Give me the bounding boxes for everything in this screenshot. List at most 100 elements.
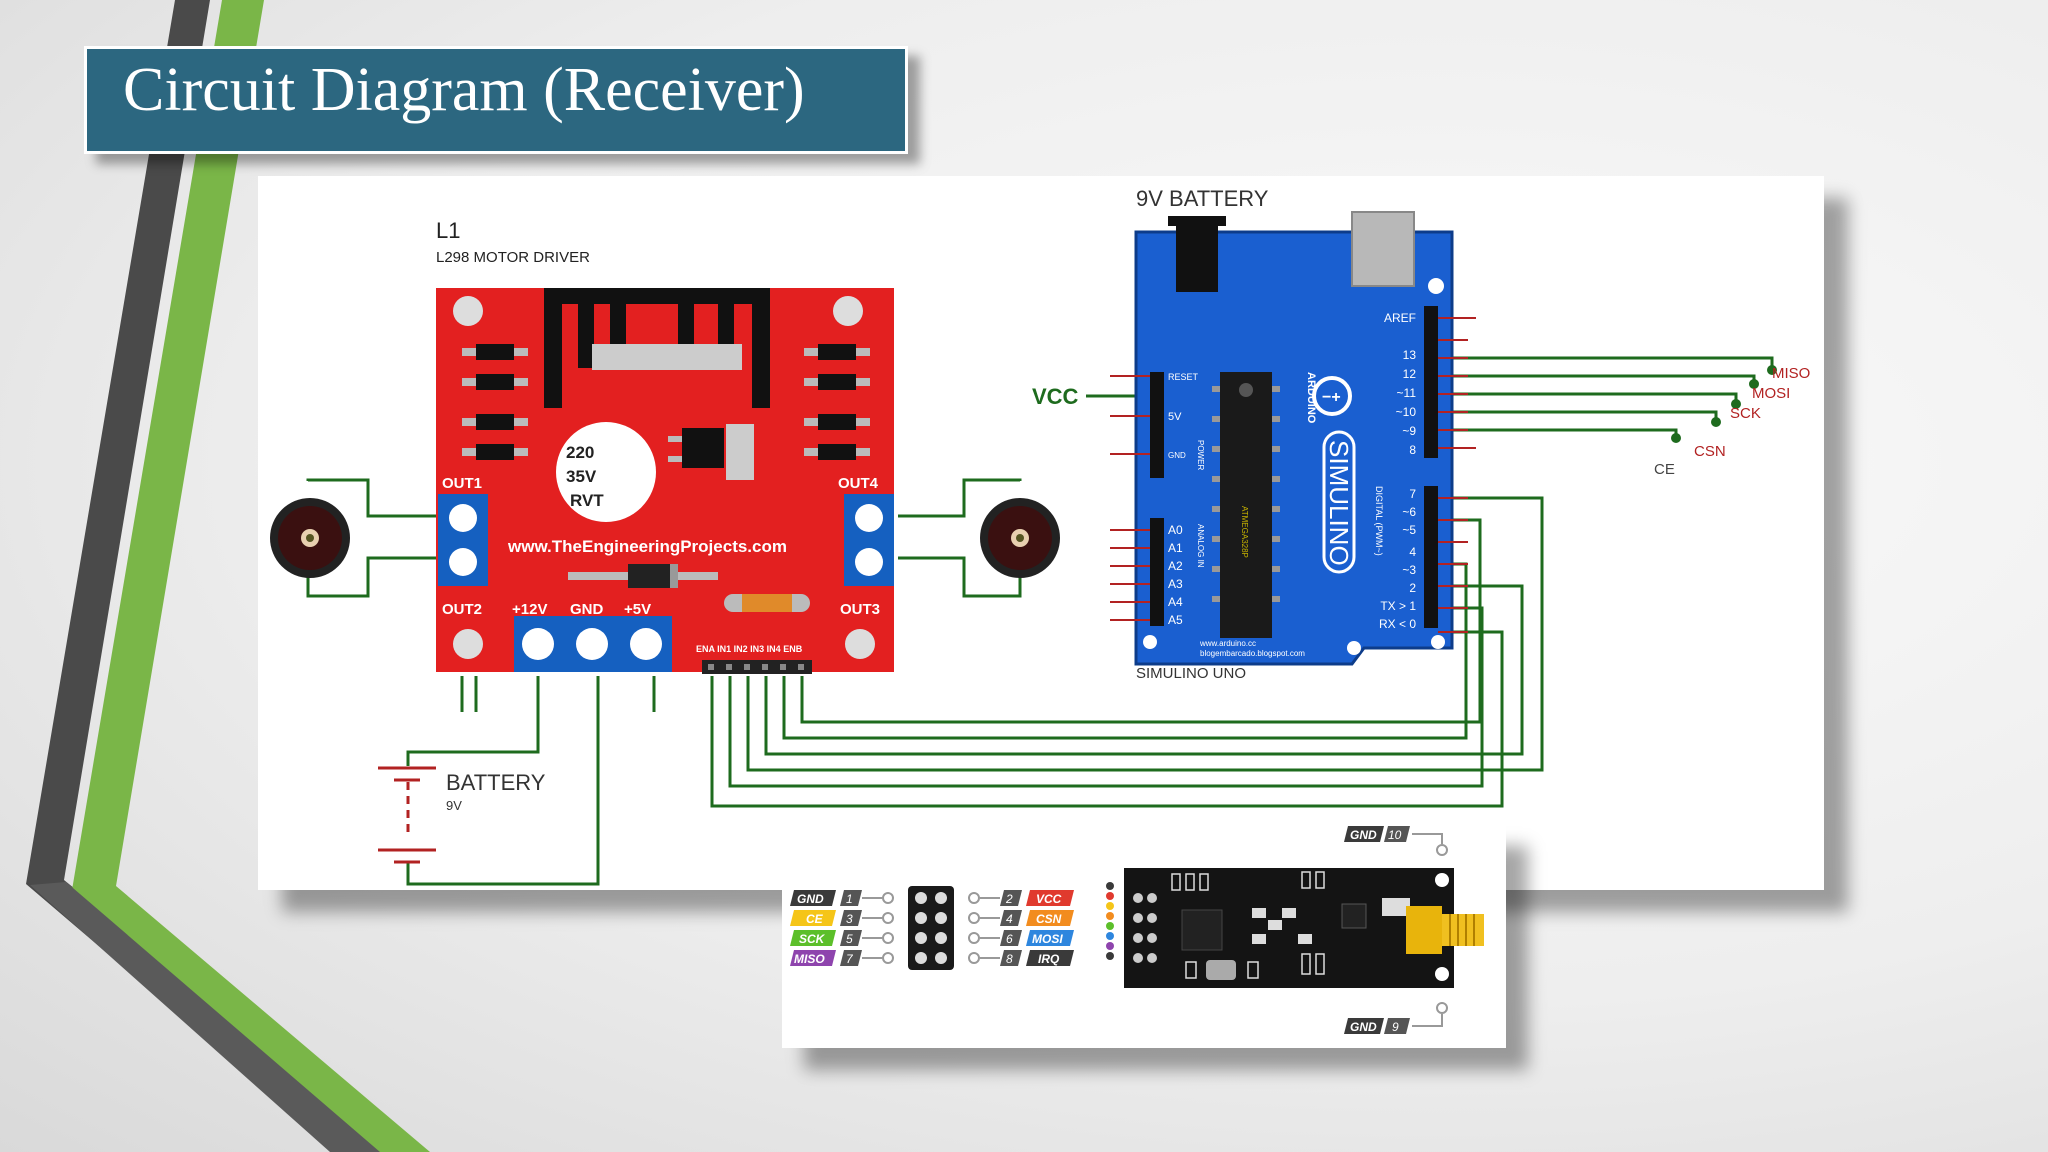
pin-a4: A4 (1168, 595, 1183, 609)
pin-0: RX < 0 (1379, 617, 1416, 631)
digital-section-label: DIGITAL (PWM~) (1374, 486, 1384, 556)
circuit-panel: MISO MOSI SCK CSN CE L1 L298 MOTOR DRIVE… (258, 176, 1824, 890)
label-plus5v: +5V (624, 601, 651, 618)
svg-text:3: 3 (846, 912, 853, 926)
pin-9: ~9 (1402, 424, 1416, 438)
power-section-label: POWER (1196, 440, 1205, 470)
pin-a5: A5 (1168, 613, 1183, 627)
arduino-board-name: SIMULINO UNO (1136, 665, 1246, 682)
pin-1: TX > 1 (1380, 599, 1416, 613)
nrf-gnd-top-num: 10 (1388, 828, 1402, 842)
arduino-analog-pin-labels: A0 A1 A2 A3 A4 A5 RESET 5V GND (1168, 372, 1199, 627)
label-out1: OUT1 (442, 475, 482, 492)
analog-section-label: ANALOG IN (1196, 524, 1205, 568)
arduino-footer-2: blogembarcado.blogspot.com (1200, 649, 1305, 658)
cap-line-1: 220 (566, 443, 594, 462)
nrf-gnd-bottom: GND (1350, 1020, 1377, 1034)
pin-13: 13 (1403, 348, 1417, 362)
pin-a0: A0 (1168, 523, 1183, 537)
nrf-left-numbers: 1 3 5 7 (840, 890, 862, 966)
nrf-pin-sck: SCK (799, 932, 826, 946)
label-csn: CSN (1694, 443, 1726, 460)
svg-text:6: 6 (1006, 932, 1013, 946)
slide-title-box: Circuit Diagram (Receiver) (84, 46, 908, 154)
arduino-pin-leads (1110, 317, 1476, 633)
arduino-brand: ARDUINO (1305, 372, 1317, 424)
arduino-battery-label: 9V BATTERY (1136, 186, 1269, 211)
pin-8: 8 (1409, 443, 1416, 457)
motor-right (980, 498, 1060, 578)
driver-labels: OUT1 OUT2 OUT3 OUT4 +12V GND +5V ENA IN1… (442, 475, 880, 654)
nrf-module-board (1124, 868, 1484, 988)
pin-aref: AREF (1384, 311, 1416, 325)
label-out4: OUT4 (838, 475, 879, 492)
pin-11: ~11 (1397, 386, 1417, 400)
label-sck: SCK (1730, 405, 1761, 422)
pin-12: 12 (1403, 367, 1417, 381)
nrf-module-panel: GND CE SCK MISO 1 3 5 7 2 4 6 8 (782, 824, 1506, 1048)
pin-2: 2 (1409, 581, 1416, 595)
circuit-diagram: MISO MOSI SCK CSN CE L1 L298 MOTOR DRIVE… (270, 186, 1810, 886)
cap-line-2: 35V (566, 467, 597, 486)
nrf-module-diagram: GND CE SCK MISO 1 3 5 7 2 4 6 8 (790, 826, 1484, 1034)
svg-text:−+: −+ (1322, 389, 1341, 406)
pin-reset: RESET (1168, 372, 1199, 382)
nrf-left-pins: GND CE SCK MISO (790, 890, 836, 966)
spi-labels: MISO MOSI SCK CSN (1694, 365, 1810, 460)
label-plus12v: +12V (512, 601, 547, 618)
pin-a2: A2 (1168, 559, 1183, 573)
nrf-pin-miso: MISO (794, 952, 825, 966)
nrf-pin-gnd-left: GND (797, 892, 824, 906)
svg-text:8: 8 (1006, 952, 1013, 966)
svg-text:7: 7 (846, 952, 854, 966)
pin-4: 4 (1409, 545, 1416, 559)
driver-ref: L1 (436, 218, 460, 243)
label-gnd: GND (570, 601, 604, 618)
arduino-board: ATMEGA328P −+ ARDUINO SIMULINO DIGITAL (… (1134, 211, 1454, 666)
nrf-right-numbers: 2 4 6 8 (1000, 890, 1022, 966)
battery-symbol (378, 766, 436, 864)
nrf-pin-mosi: MOSI (1032, 932, 1063, 946)
label-logic-pins: ENA IN1 IN2 IN3 IN4 ENB (696, 644, 803, 654)
label-out2: OUT2 (442, 601, 482, 618)
cap-line-3: RVT (570, 491, 604, 510)
label-miso: MISO (1772, 365, 1810, 382)
pin-5: ~5 (1402, 523, 1416, 537)
pin-10: ~10 (1396, 405, 1417, 419)
label-ce: CE (1654, 461, 1675, 478)
chip-label: ATMEGA328P (1240, 506, 1249, 558)
pin-a3: A3 (1168, 577, 1183, 591)
nrf-pin-ce: CE (806, 912, 824, 926)
battery-voltage: 9V (446, 798, 462, 813)
arduino-logo-text: SIMULINO (1324, 440, 1354, 566)
label-mosi: MOSI (1752, 385, 1790, 402)
nrf-right-pins: VCC CSN MOSI IRQ (1026, 890, 1074, 966)
nrf-pin-vcc: VCC (1036, 892, 1062, 906)
driver-website: www.TheEngineeringProjects.com (507, 537, 787, 556)
pin-5v: 5V (1168, 411, 1182, 423)
arduino-digital-pin-labels: AREF 13 12 ~11 ~10 ~9 8 7 ~6 ~5 4 ~3 2 T… (1379, 311, 1416, 631)
pin-a1: A1 (1168, 541, 1183, 555)
pin-6: ~6 (1402, 505, 1416, 519)
nrf-gnd-top: GND (1350, 828, 1377, 842)
slide-title: Circuit Diagram (Receiver) (123, 56, 805, 124)
svg-text:5: 5 (846, 932, 853, 946)
pin-gnd-header: GND (1168, 451, 1186, 460)
vcc-label: VCC (1032, 384, 1079, 409)
svg-text:2: 2 (1005, 892, 1013, 906)
arduino-footer-1: www.arduino.cc (1199, 639, 1256, 648)
nrf-gnd-labels: GND 10 GND 9 (1344, 826, 1410, 1034)
motor-driver-board: 220 35V RVT www.TheEngineeringProjects.c… (436, 288, 894, 674)
nrf-gnd-bottom-num: 9 (1392, 1020, 1399, 1034)
nrf-pin-csn: CSN (1036, 912, 1062, 926)
nrf-pin-irq: IRQ (1038, 952, 1060, 966)
pin-3: ~3 (1402, 563, 1416, 577)
pin-7: 7 (1409, 487, 1416, 501)
driver-name: L298 MOTOR DRIVER (436, 249, 590, 266)
battery-label: BATTERY (446, 770, 546, 795)
motor-left (270, 498, 350, 578)
label-out3: OUT3 (840, 601, 880, 618)
svg-text:1: 1 (846, 892, 853, 906)
svg-text:4: 4 (1006, 912, 1013, 926)
